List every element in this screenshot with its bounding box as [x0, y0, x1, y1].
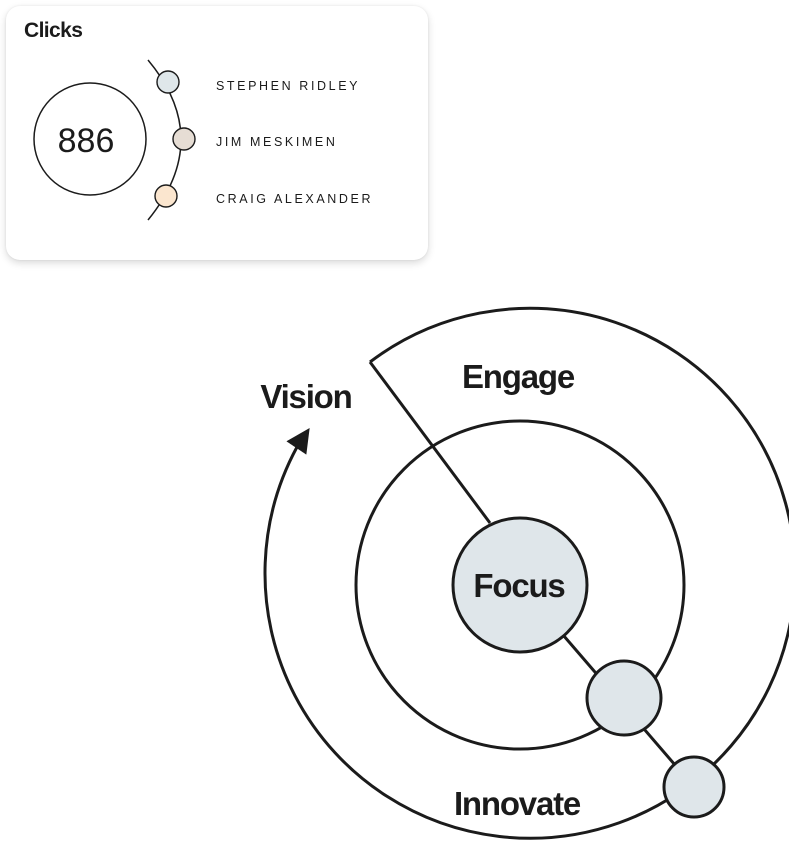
label-focus: Focus [473, 567, 564, 604]
focus-node [451, 516, 589, 654]
count-circle [33, 82, 147, 196]
outer-ring-node [662, 755, 726, 819]
card-title: Clicks [24, 19, 83, 42]
radial-line [368, 361, 492, 524]
vision-arrow-icon [286, 428, 310, 455]
inner-ring-node [585, 659, 663, 737]
person-name-stephen-ridley: STEPHEN RIDLEY [216, 79, 360, 93]
click-count: 886 [58, 122, 115, 160]
label-vision: Vision [260, 378, 351, 415]
inner-ring [354, 419, 686, 751]
label-engage: Engage [462, 358, 575, 395]
card-graphic: 886 STEPHEN RIDLEY JIM MESKIMEN CRAIG AL… [33, 59, 373, 221]
clicks-card: Clicks 886 STEPHEN RIDLEY JIM MESKIMEN C… [6, 6, 428, 260]
person-dot-jim-meskimen [172, 127, 196, 151]
outer-ring [263, 306, 789, 840]
person-name-craig-alexander: CRAIG ALEXANDER [216, 192, 373, 206]
label-innovate: Innovate [454, 785, 581, 822]
person-name-jim-meskimen: JIM MESKIMEN [216, 135, 337, 149]
person-dot-stephen-ridley [156, 70, 180, 94]
person-dot-craig-alexander [154, 184, 178, 208]
